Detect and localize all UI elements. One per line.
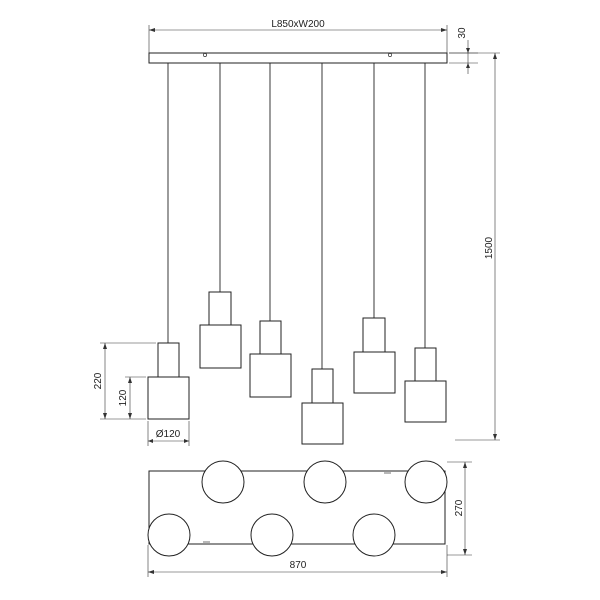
canopy-dimension-label: L850xW200 <box>271 19 325 30</box>
pendant-upper-socket <box>362 317 386 353</box>
pendant-upper-socket <box>311 368 334 404</box>
pendant-6 <box>404 63 447 423</box>
plan-shade-circle <box>147 513 191 557</box>
pendant-upper-socket <box>157 342 180 378</box>
pendant-lower-shade <box>249 353 292 398</box>
plan-shade-circle <box>250 513 294 557</box>
pendant-upper-socket <box>208 291 232 326</box>
canopy-height-label: 30 <box>457 27 468 39</box>
plan-length-dimension: 870 <box>147 545 448 577</box>
plan-shade-circle <box>201 460 245 504</box>
plan-canopy-outline <box>148 470 446 545</box>
pendant-upper-socket <box>414 347 437 382</box>
shade-diameter-label: Ø120 <box>156 429 181 440</box>
pendant-lower-shade <box>353 351 396 394</box>
shade-diameter-dimension: Ø120 <box>147 421 190 446</box>
total-height-label: 1500 <box>484 236 495 259</box>
plan-length-label: 870 <box>290 560 307 571</box>
pendant-lower-shade <box>301 402 344 445</box>
pendant-2 <box>199 63 242 369</box>
plan-shade-circle <box>303 460 347 504</box>
plan-shade-circle <box>404 460 448 504</box>
pendant-1 <box>147 63 190 420</box>
pendant-3 <box>249 63 292 398</box>
shade-lower-height-label: 120 <box>118 389 129 406</box>
pendant-lower-shade <box>404 380 447 423</box>
pendant-upper-socket <box>259 320 282 355</box>
pendant-lower-shade <box>199 324 242 369</box>
mounting-screw-icon <box>203 53 207 57</box>
shade-total-height-label: 220 <box>93 372 104 389</box>
shade-height-dimensions: 220 120 <box>93 342 156 420</box>
total-height-dimension: 1500 <box>449 52 500 441</box>
pendant-lower-shade <box>147 376 190 420</box>
mounting-screw-icon <box>388 53 392 57</box>
plan-view <box>147 460 448 557</box>
canopy-height-dimension: 30 <box>449 27 478 74</box>
canopy-length-dimension: L850xW200 <box>148 19 448 55</box>
canopy-bar <box>148 52 448 64</box>
plan-depth-dimension: 270 <box>447 461 472 556</box>
plan-shade-circle <box>352 513 396 557</box>
pendant-5 <box>353 63 396 394</box>
pendant-4 <box>301 63 344 445</box>
plan-depth-label: 270 <box>454 499 465 516</box>
